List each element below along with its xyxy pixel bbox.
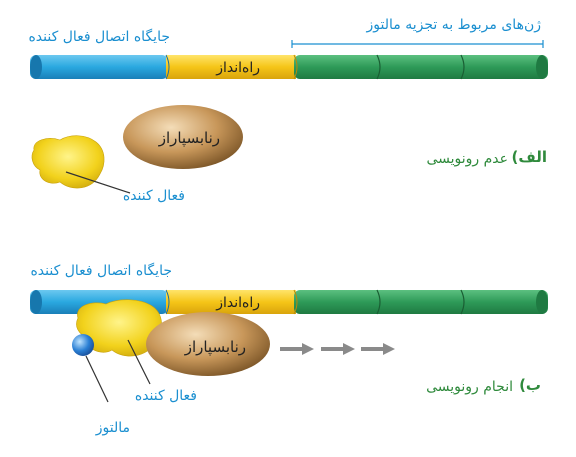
- genes-segment-b: [294, 290, 548, 314]
- rna-polymerase: [123, 105, 243, 169]
- promoter-segment: [166, 55, 296, 79]
- maltose-label: مالتوز: [95, 420, 130, 436]
- promoter-label-b: راه‌انداز: [215, 295, 260, 311]
- promoter-segment-b: [166, 290, 296, 314]
- panel-a: ژن‌های مربوط به تجزیه مالتوز جایگاه اتصا…: [28, 17, 548, 204]
- panel-b: جایگاه اتصال فعال کننده راه‌انداز رنابسپ…: [30, 262, 548, 436]
- rna-polymerase-b: [146, 312, 270, 376]
- maltose-pointer: [85, 355, 109, 403]
- transcription-arrows: [280, 343, 395, 355]
- dna-bar: [30, 54, 548, 80]
- panel-b-letter: ب): [519, 376, 541, 394]
- activator-pointer: [65, 171, 131, 194]
- polymerase-label: رنابسپاراز: [158, 129, 220, 148]
- panel-a-letter: الف): [512, 148, 548, 166]
- polymerase-label-b: رنابسپاراز: [184, 338, 246, 357]
- activator-site-segment: [30, 55, 168, 79]
- panel-b-caption: انجام رونویسی: [426, 379, 513, 395]
- activator-site-label: جایگاه اتصال فعال کننده: [28, 28, 170, 45]
- genes-segment: [294, 55, 548, 79]
- genes-label: ژن‌های مربوط به تجزیه مالتوز: [366, 17, 542, 33]
- activator-protein: [31, 135, 105, 189]
- promoter-label: راه‌انداز: [215, 60, 260, 76]
- panel-a-caption: عدم رونویسی: [426, 151, 508, 167]
- maltose-molecule: [72, 334, 94, 356]
- activator-pointer-b: [127, 339, 151, 385]
- activator-label-b: فعال کننده: [135, 388, 197, 404]
- activator-label: فعال کننده: [123, 188, 185, 204]
- activator-site-label-b: جایگاه اتصال فعال کننده: [30, 262, 172, 279]
